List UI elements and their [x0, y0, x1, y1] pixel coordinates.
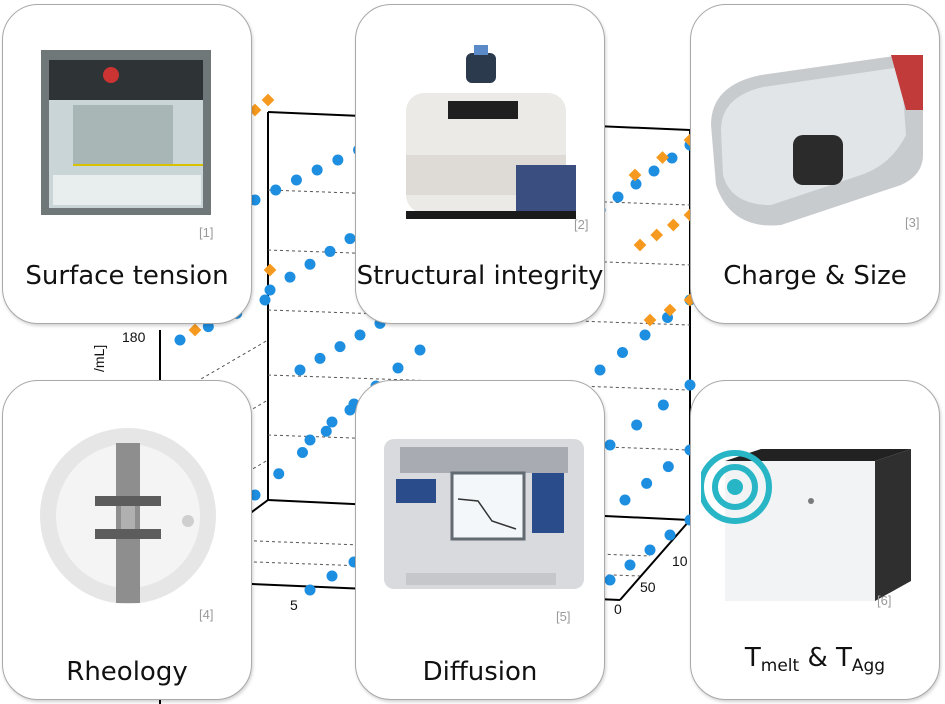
data-point-circle [320, 425, 332, 437]
data-point-circle [644, 544, 656, 556]
data-point-circle [639, 329, 651, 341]
data-point-circle [594, 364, 606, 376]
data-point-circle [311, 164, 323, 176]
data-point-circle [249, 194, 261, 206]
data-point-circle [270, 184, 282, 196]
card-structural-integrity: [2] Structural integrity [355, 4, 605, 324]
data-point-circle [314, 352, 326, 364]
reference-number: [6] [877, 593, 892, 608]
data-point-circle [617, 347, 628, 358]
data-point-diamond [628, 168, 642, 182]
data-point-circle [664, 529, 676, 541]
data-point-circle [294, 364, 306, 376]
data-point-circle [264, 284, 276, 296]
data-point-circle [624, 559, 636, 571]
tick-label-5: 5 [290, 597, 298, 613]
thermal-stability-analyzer-icon [701, 449, 911, 601]
reference-number: [4] [199, 607, 214, 622]
data-point-circle [666, 152, 678, 164]
data-point-circle [604, 574, 616, 586]
data-point-circle [249, 489, 261, 501]
data-point-circle [648, 165, 660, 177]
data-point-diamond [633, 238, 647, 252]
data-point-circle [344, 404, 356, 416]
dls-plate-reader-icon [384, 439, 584, 589]
data-point-circle [297, 447, 308, 458]
data-point-circle [604, 439, 616, 451]
data-point-circle [630, 178, 642, 190]
data-point-circle [304, 434, 316, 446]
data-point-diamond [656, 151, 669, 164]
data-point-circle [284, 271, 296, 283]
data-point-circle [662, 461, 674, 473]
card-charge-size: [3] Charge & Size [690, 4, 940, 324]
rheometer-geometry-icon [40, 428, 216, 604]
ftir-spectrometer-icon [406, 45, 576, 219]
tick-label-10: 10 [672, 553, 688, 569]
data-point-circle [657, 399, 669, 411]
data-point-circle [619, 494, 631, 506]
data-point-circle [324, 245, 336, 257]
data-point-diamond [643, 313, 657, 327]
card-title: Diffusion [422, 657, 538, 687]
data-point-circle [290, 174, 302, 186]
data-point-circle [334, 341, 346, 353]
data-point-circle [612, 191, 624, 203]
data-point-circle [354, 329, 366, 341]
data-point-circle [273, 468, 285, 480]
data-point-diamond [650, 228, 664, 242]
data-point-circle [259, 294, 271, 306]
data-point-diamond [261, 93, 275, 107]
axis-label-fragment: /mL] [91, 345, 107, 372]
tick-label-50: 50 [640, 579, 656, 595]
card-surface-tension: [1] Surface tension [2, 4, 252, 324]
card-title: Surface tension [25, 261, 229, 291]
data-point-diamond [666, 218, 680, 232]
tick-label-180: 180 [122, 329, 146, 345]
data-point-circle [631, 419, 643, 431]
card-title: Charge & Size [723, 261, 907, 291]
card-diffusion: [5] Diffusion [355, 380, 605, 700]
data-point-circle [344, 233, 356, 245]
data-point-diamond [188, 323, 202, 337]
card-title: Structural integrity [356, 261, 604, 291]
tensiometer-instrument-icon [41, 50, 211, 215]
reference-number: [1] [199, 225, 214, 240]
data-point-circle [326, 570, 338, 582]
data-point-circle [174, 334, 186, 346]
reference-number: [2] [574, 217, 589, 232]
card-title: Rheology [66, 657, 188, 687]
data-point-circle [326, 416, 338, 428]
card-rheology: [4] Rheology [2, 380, 252, 700]
data-point-circle [304, 258, 316, 270]
card-tmelt-tagg: [6] Tmelt & TAgg [690, 380, 940, 700]
data-point-circle [684, 379, 696, 391]
tick-label-0: 0 [614, 601, 622, 617]
data-point-circle [332, 154, 344, 166]
card-title: Tmelt & TAgg [744, 643, 886, 676]
reference-number: [3] [905, 215, 920, 230]
data-point-circle [641, 477, 653, 489]
data-point-diamond [263, 263, 277, 277]
data-point-circle [304, 584, 316, 596]
data-point-circle [414, 344, 426, 356]
data-point-circle [392, 362, 404, 374]
reference-number: [5] [556, 609, 571, 624]
zetasizer-instrument-icon [711, 55, 923, 226]
